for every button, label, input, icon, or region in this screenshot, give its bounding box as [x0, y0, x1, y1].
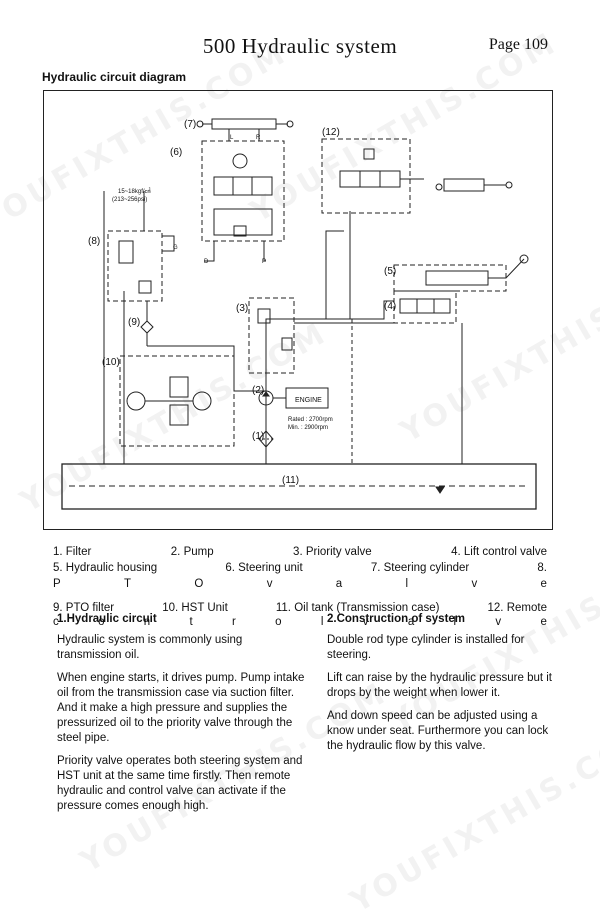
- port-r: R: [256, 135, 261, 141]
- pto-valve-icon: [118, 240, 134, 264]
- legend-item: 7. Steering cylinder: [370, 562, 470, 574]
- hydraulic-circuit-section: 1.Hydraulic circuit Hydraulic system is …: [57, 612, 307, 822]
- pto-valve-frame: [107, 230, 163, 302]
- callout-filter: (1): [252, 431, 264, 442]
- circuit-svg: [61, 118, 537, 510]
- legend-item: 11. Oil tank (Transmission case): [275, 602, 440, 614]
- construction-section: 2.Construction of system Double rod type…: [327, 612, 557, 762]
- page-number: Page 109: [488, 36, 548, 53]
- port-p: P: [262, 259, 266, 265]
- priority-valve-frame: [248, 297, 295, 374]
- parts-legend: 1. Filter 2. Pump 3. Priority valve 4. L…: [53, 544, 547, 630]
- legend-item: 9. PTO filter: [53, 602, 115, 614]
- priority-valve-icon: [257, 308, 271, 324]
- lift-valve-frame: [393, 290, 457, 324]
- min-rpm-label: Min. : 2900rpm: [288, 425, 328, 431]
- pipe: [265, 318, 306, 411]
- legend-item: 5. Hydraulic housing: [53, 562, 158, 574]
- page-title: 500 Hydraulic system: [202, 34, 398, 58]
- callout-pump: (2): [252, 385, 264, 396]
- pipe: [294, 300, 394, 320]
- steering-motor-icon: [232, 153, 248, 169]
- pto-filter-icon: [140, 320, 154, 334]
- section-title: 1.Hydraulic circuit: [57, 613, 157, 625]
- legend-item: 12. Remote: [487, 602, 547, 614]
- tank-symbol-icon: [435, 486, 445, 494]
- rated-rpm-label: Rated : 2700rpm: [288, 417, 333, 423]
- legend-item: 2. Pump: [170, 546, 214, 558]
- callout-pto-filter: (9): [128, 317, 140, 328]
- section-title: 2.Construction of system: [327, 613, 466, 625]
- legend-item: 1. Filter: [53, 546, 92, 558]
- paragraph: Lift can raise by the hydraulic pressure…: [327, 672, 553, 699]
- engine-label: ENGINE: [295, 397, 322, 404]
- callout-remote-valve: (12): [322, 127, 340, 138]
- pressure-label: 15~18kgf/㎠: [118, 187, 151, 195]
- port-g: G: [173, 245, 178, 251]
- callout-pto-valve: (8): [88, 236, 100, 247]
- legend-item: 8.: [537, 562, 547, 574]
- callout-hydraulic-housing: (5): [384, 266, 396, 277]
- steering-valve-icon: [213, 176, 273, 196]
- pressure-psi-label: (213~256psi): [112, 197, 147, 203]
- paragraph: And down speed can be adjusted using a k…: [327, 710, 549, 752]
- paragraph: Double rod type cylinder is installed fo…: [327, 634, 525, 661]
- callout-layer: (7) (6) (12) (8) (5) (4) (3) (9) (10) (2…: [88, 119, 396, 486]
- legend-row: 1. Filter 2. Pump 3. Priority valve 4. L…: [53, 544, 547, 560]
- callout-steering-unit: (6): [170, 147, 182, 158]
- legend-item: 6. Steering unit: [225, 562, 303, 574]
- remote-valve-frame: [321, 138, 411, 214]
- paragraph: Priority valve operates both steering sy…: [57, 755, 303, 812]
- callout-hst-unit: (10): [102, 357, 120, 368]
- section-heading: Hydraulic circuit diagram: [42, 70, 187, 84]
- steering-unit-frame: [201, 140, 285, 242]
- engine-box: [285, 387, 329, 409]
- legend-row-spread: P T O v a l v e: [53, 578, 547, 590]
- legend-item: 3. Priority valve: [293, 546, 372, 558]
- legend-item: 10. HST Unit: [162, 602, 228, 614]
- lift-valve-icon: [399, 298, 451, 314]
- port-l: L: [230, 135, 234, 141]
- paragraph: When engine starts, it drives pump. Pump…: [57, 672, 305, 744]
- callout-steering-cylinder: (7): [184, 119, 196, 130]
- legend-row: 9. PTO filter 10. HST Unit 11. Oil tank …: [53, 600, 547, 616]
- paragraph: Hydraulic system is commonly using trans…: [57, 634, 243, 661]
- port-d: D: [204, 259, 209, 265]
- legend-item: 4. Lift control valve: [451, 546, 547, 558]
- hst-unit-frame: [119, 355, 235, 447]
- legend-row: 5. Hydraulic housing 6. Steering unit 7.…: [53, 560, 547, 576]
- callout-priority-valve: (3): [236, 303, 248, 314]
- oil-tank: [61, 463, 537, 510]
- callout-oil-tank: (11): [282, 475, 299, 486]
- callout-lift-valve: (4): [384, 301, 396, 312]
- legend-row-spread: c o n t r o l v a l v e: [53, 616, 547, 628]
- pipe: [325, 230, 344, 319]
- hydraulic-circuit-diagram: (7) (6) (12) (8) (5) (4) (3) (9) (10) (2…: [43, 90, 553, 530]
